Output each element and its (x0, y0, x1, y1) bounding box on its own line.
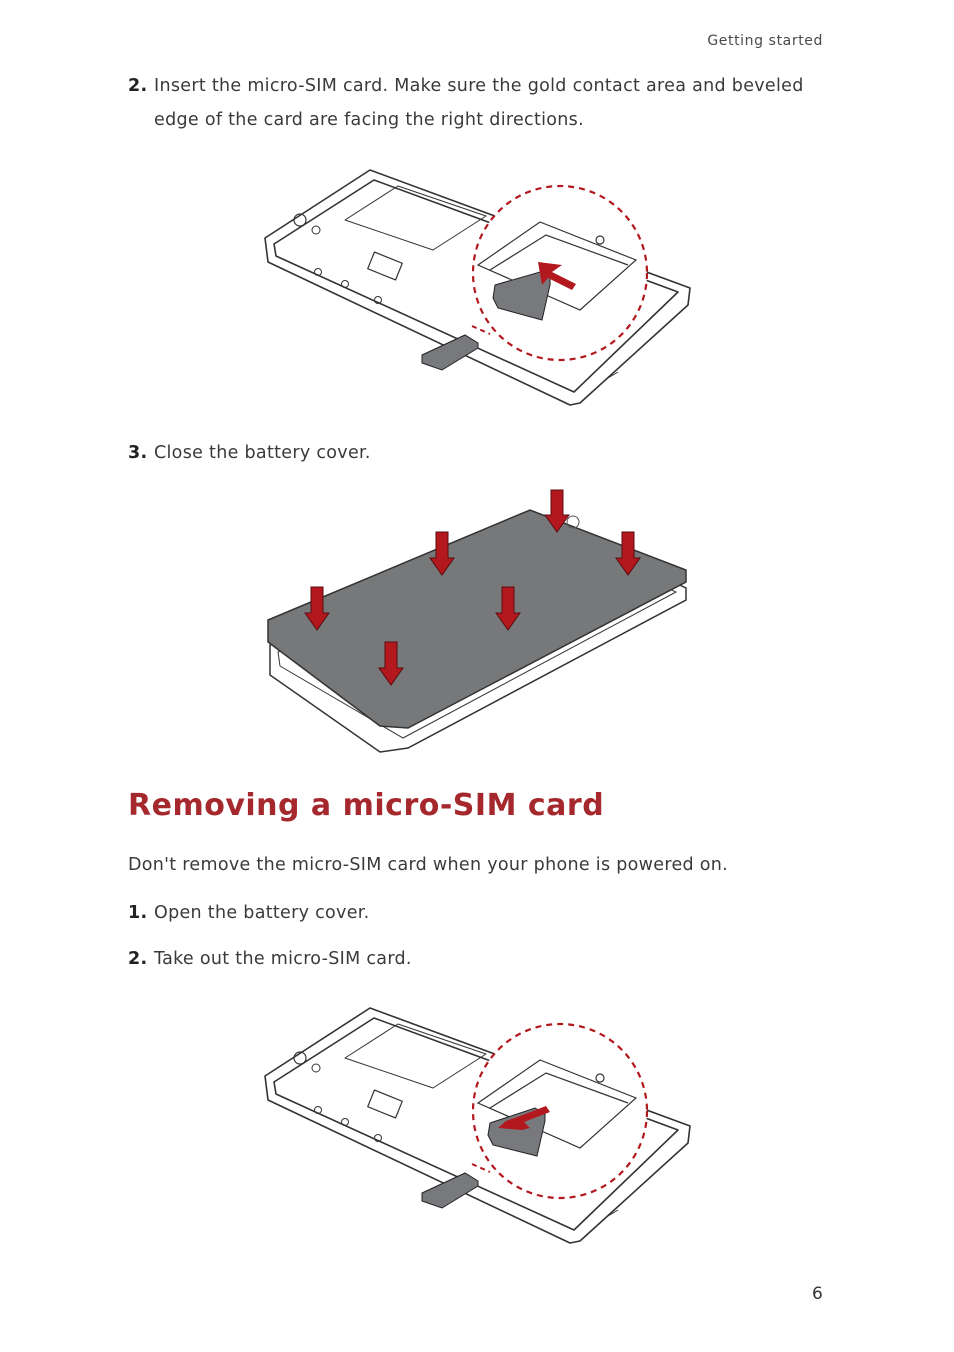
step-open-cover: 1. Open the battery cover. (128, 896, 828, 930)
close-cover-illustration (267, 489, 687, 753)
step-number: 2. (128, 76, 148, 96)
step-close-cover: 3. Close the battery cover. (128, 436, 828, 470)
section-title: Removing a micro-SIM card (128, 788, 605, 823)
step-number: 1. (128, 903, 148, 923)
power-warning-note: Don't remove the micro-SIM card when you… (128, 855, 729, 875)
step-take-out-sim: 2. Take out the micro-SIM card. (128, 942, 828, 976)
insert-sim-illustration (264, 169, 691, 406)
step-text: Insert the micro-SIM card. Make sure the… (154, 76, 804, 130)
remove-sim-illustration (264, 1007, 691, 1244)
step-text: Close the battery cover. (154, 443, 371, 463)
step-number: 2. (128, 949, 148, 969)
step-text: Open the battery cover. (154, 903, 370, 923)
step-number: 3. (128, 443, 148, 463)
running-header: Getting started (707, 33, 823, 49)
step-insert-sim: 2. Insert the micro-SIM card. Make sure … (128, 69, 828, 137)
page-number: 6 (812, 1284, 823, 1304)
step-text: Take out the micro-SIM card. (154, 949, 412, 969)
